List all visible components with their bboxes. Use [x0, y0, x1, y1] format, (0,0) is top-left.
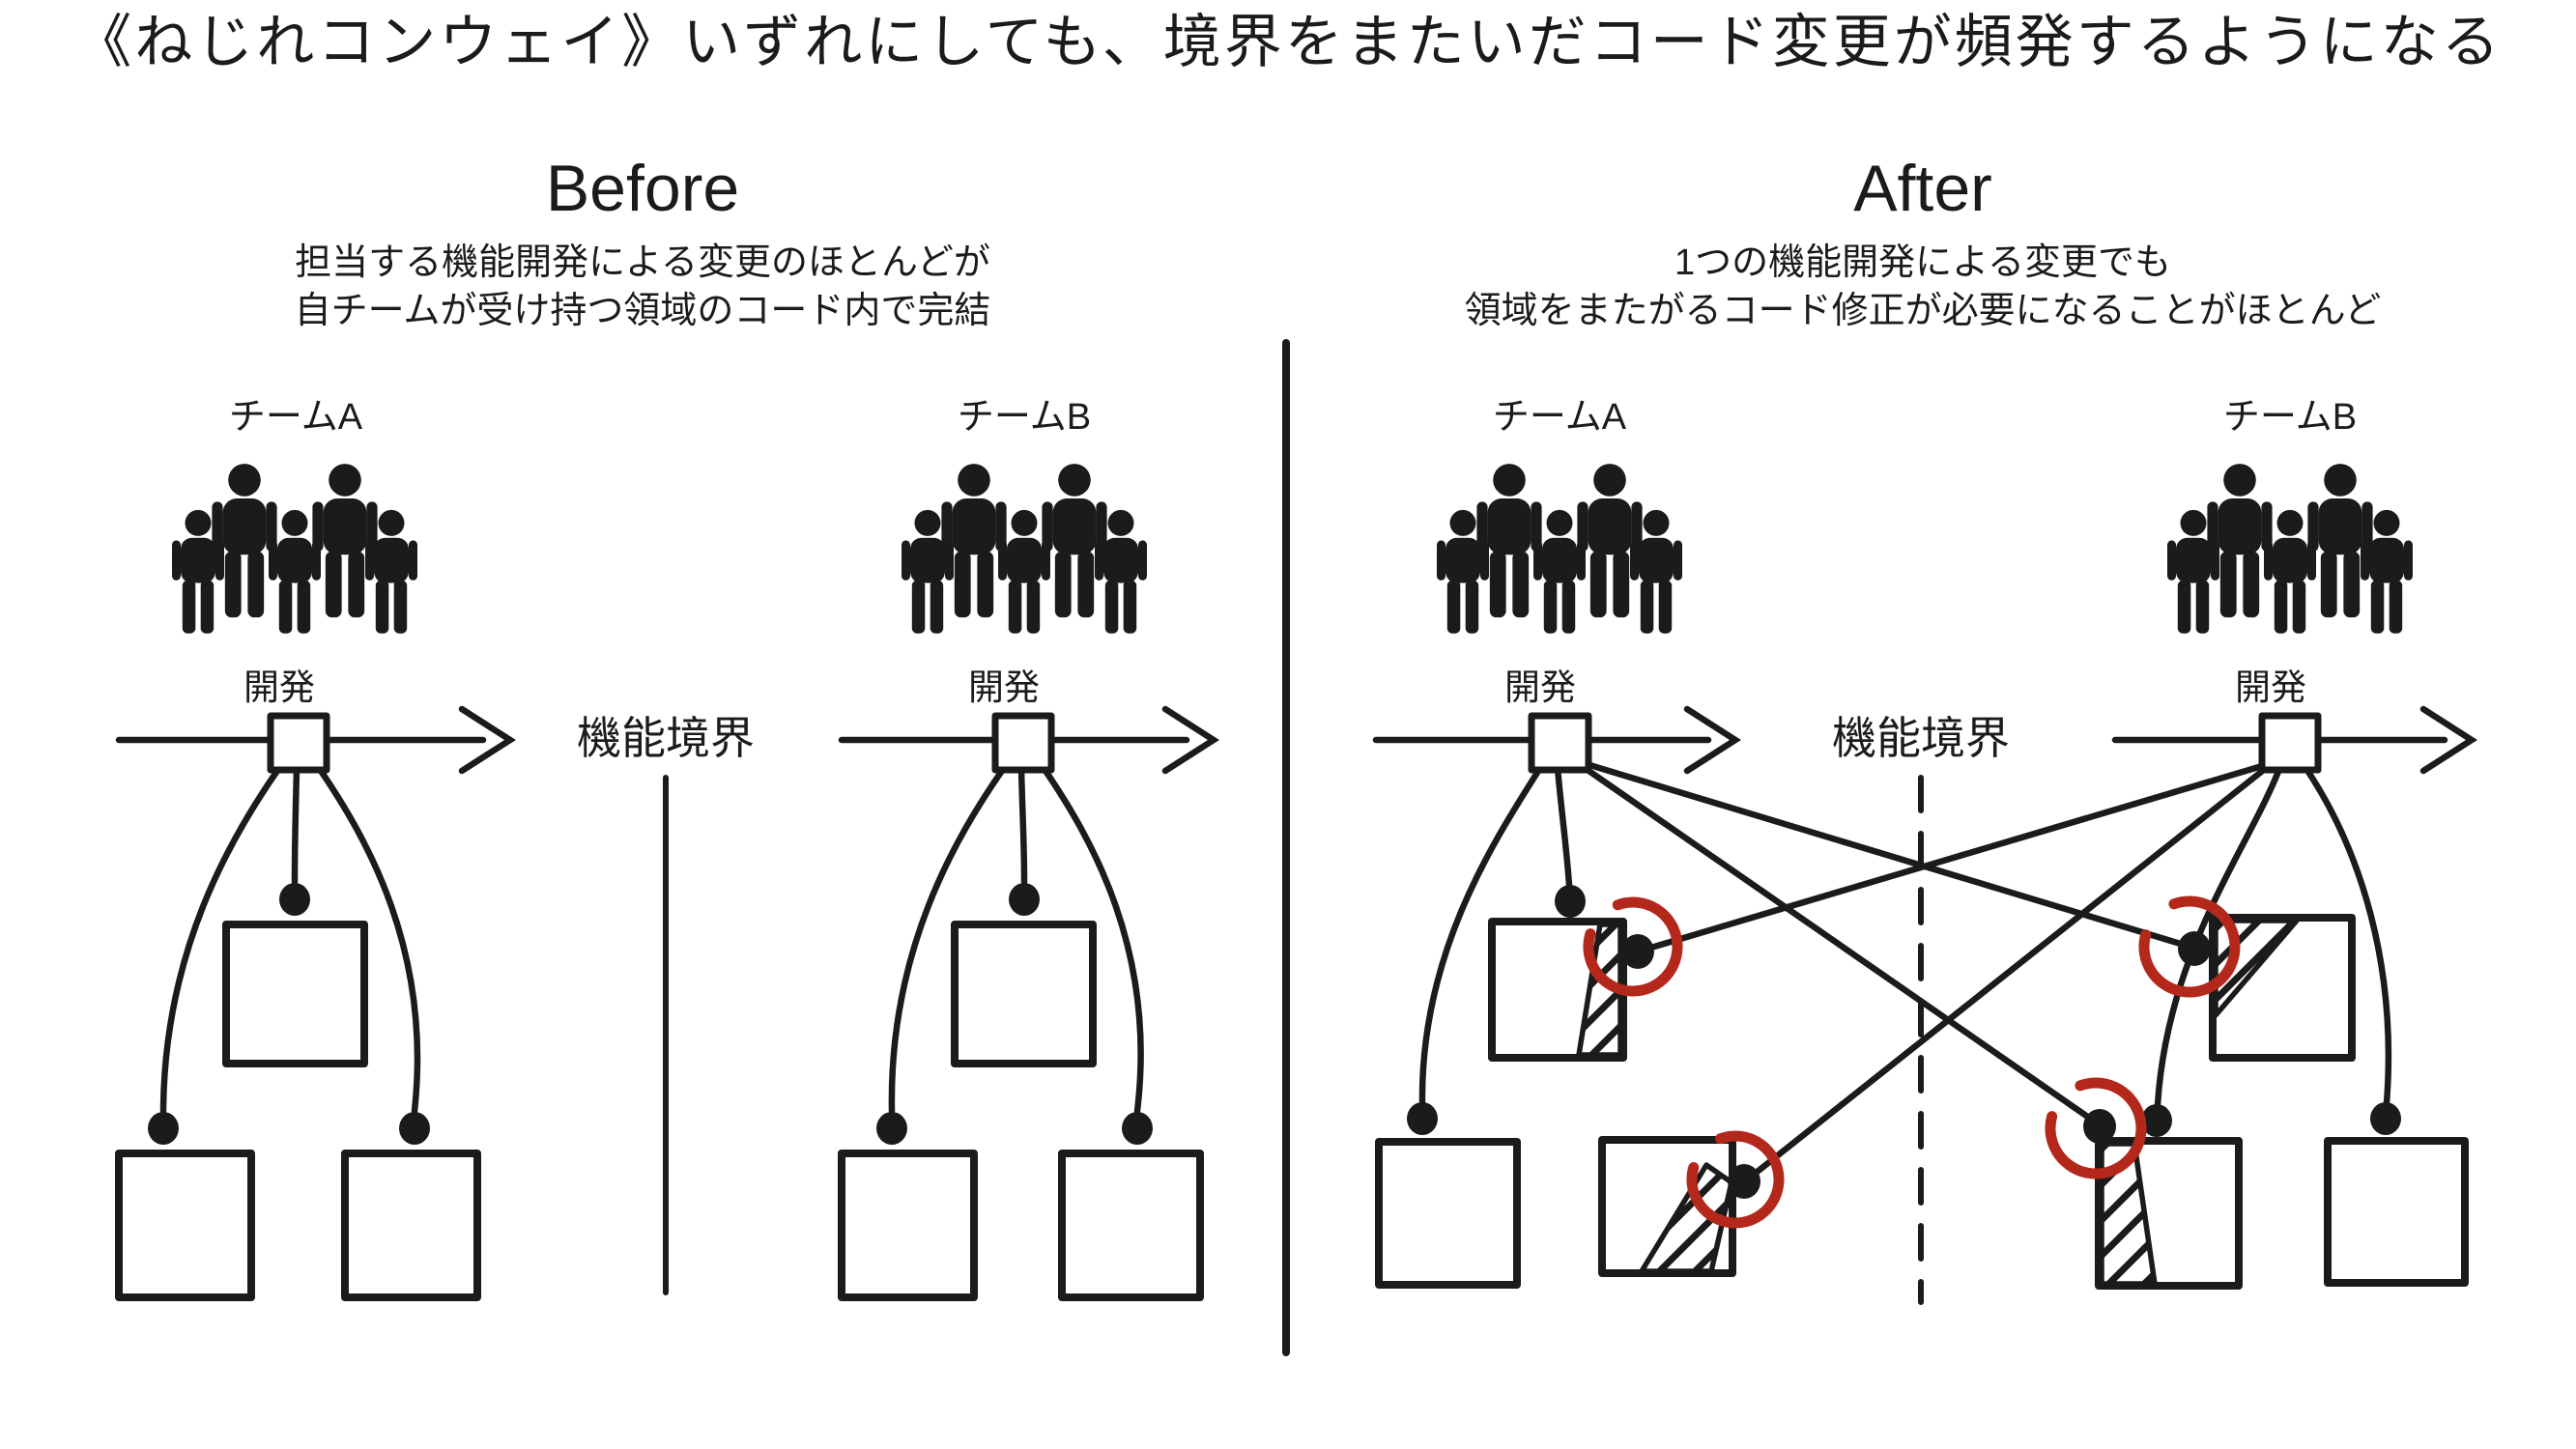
before-heading: Before	[546, 152, 739, 225]
change-dot-icon	[2178, 931, 2211, 966]
person-icon	[2307, 464, 2373, 618]
code-area-box	[1058, 1150, 1204, 1301]
team-a-label: チームA	[229, 397, 363, 438]
page-title: 《ねじれコンウェイ》いずれにしても、境界をまたいだコード変更が頻発するようになる	[73, 10, 2502, 74]
code-area-box	[341, 1150, 481, 1301]
before-panel-header: Before 担当する機能開発による変更のほとんどが 自チームが受け持つ領域のコ…	[295, 152, 991, 331]
change-link	[315, 764, 421, 1115]
diagonal-hatch-icon	[2099, 1141, 2158, 1287]
change-dot-icon	[148, 1112, 179, 1145]
red-ring-icon	[1686, 1130, 1785, 1229]
person-icon	[212, 464, 277, 618]
change-dot-icon	[399, 1112, 430, 1145]
code-area-box	[838, 1150, 978, 1301]
change-dot-icon	[1009, 883, 1040, 916]
team-a-members-icon	[172, 464, 417, 634]
change-link	[291, 764, 301, 886]
code-area-box	[951, 921, 1097, 1067]
red-ring-icon	[2045, 1077, 2147, 1179]
diagonal-hatch-icon	[1639, 1162, 1734, 1274]
person-icon	[1577, 464, 1643, 618]
cross-boundary-link	[1583, 760, 2188, 949]
team-b-label: チームB	[2223, 397, 2357, 438]
after-subtitle-line1: 1つの機能開発による変更でも	[1674, 242, 2171, 283]
change-link	[2303, 765, 2392, 1107]
before-subtitle-line1: 担当する機能開発による変更のほとんどが	[295, 242, 990, 283]
team-a-label: チームA	[1493, 397, 1627, 438]
dev-label: 開発	[243, 668, 315, 707]
code-area-box	[115, 1150, 255, 1301]
before-subtitle-line2: 自チームが受け持つ領域のコード内で完結	[295, 291, 991, 331]
change-dot-icon	[2141, 1104, 2172, 1137]
before-team-b: チームB 開発	[838, 397, 1220, 1301]
code-area-box	[1375, 1138, 1521, 1289]
after-feature-boundary: 機能境界	[1832, 713, 2010, 1305]
team-b-label: チームB	[958, 397, 1091, 438]
before-feature-boundary: 機能境界	[577, 713, 755, 1295]
code-area-box	[222, 921, 368, 1067]
change-link	[1040, 764, 1144, 1115]
team-b-members-icon	[902, 464, 1147, 634]
after-heading: After	[1853, 152, 1992, 225]
diagonal-hatch-icon	[1576, 922, 1623, 1058]
change-dot-icon	[1122, 1112, 1153, 1145]
boundary-label: 機能境界	[1832, 713, 2010, 763]
change-dot-icon	[2083, 1109, 2116, 1144]
cross-boundary-link	[1581, 764, 2093, 1122]
code-area-box	[2324, 1137, 2469, 1287]
change-link	[159, 764, 283, 1115]
after-subtitle-line2: 領域をまたがるコード修正が必要になることがほとんど	[1465, 291, 2382, 331]
dev-label: 開発	[1504, 668, 1576, 707]
change-link	[888, 764, 1008, 1115]
before-team-a: チームA 開発	[115, 397, 517, 1301]
person-icon	[312, 464, 378, 618]
person-icon	[2207, 464, 2273, 618]
change-link	[1554, 764, 1573, 889]
change-dot-icon	[1555, 885, 1586, 918]
after-panel-header: After 1つの機能開発による変更でも 領域をまたがるコード修正が必要になるこ…	[1465, 152, 2382, 331]
dev-node-icon	[1528, 712, 1592, 774]
dev-node-icon	[267, 712, 330, 774]
after-team-a: チームA 開発	[1372, 397, 1785, 1289]
change-dot-icon	[1407, 1102, 1438, 1135]
red-ring-icon	[2138, 895, 2241, 998]
change-dot-icon	[1621, 934, 1654, 969]
team-a-members-icon	[1437, 464, 1682, 634]
dev-node-icon	[991, 712, 1055, 774]
boundary-label: 機能境界	[577, 713, 755, 763]
dev-label: 開発	[2235, 668, 2306, 707]
person-icon	[1042, 464, 1107, 618]
after-team-b: チームB 開発	[2045, 397, 2478, 1290]
change-dot-icon	[279, 883, 310, 916]
change-dot-icon	[876, 1112, 907, 1145]
person-icon	[941, 464, 1007, 618]
team-b-members-icon	[2167, 464, 2413, 634]
cross-boundary-link	[1650, 762, 2266, 951]
cross-boundary-link	[1751, 765, 2269, 1178]
dev-node-icon	[2258, 712, 2322, 774]
change-dot-icon	[1728, 1164, 1760, 1199]
red-ring-icon	[1583, 896, 1683, 997]
change-link	[1418, 764, 1544, 1107]
change-dot-icon	[2370, 1102, 2401, 1135]
person-icon	[1476, 464, 1542, 618]
change-link	[1017, 764, 1028, 886]
dev-label: 開発	[968, 668, 1040, 707]
